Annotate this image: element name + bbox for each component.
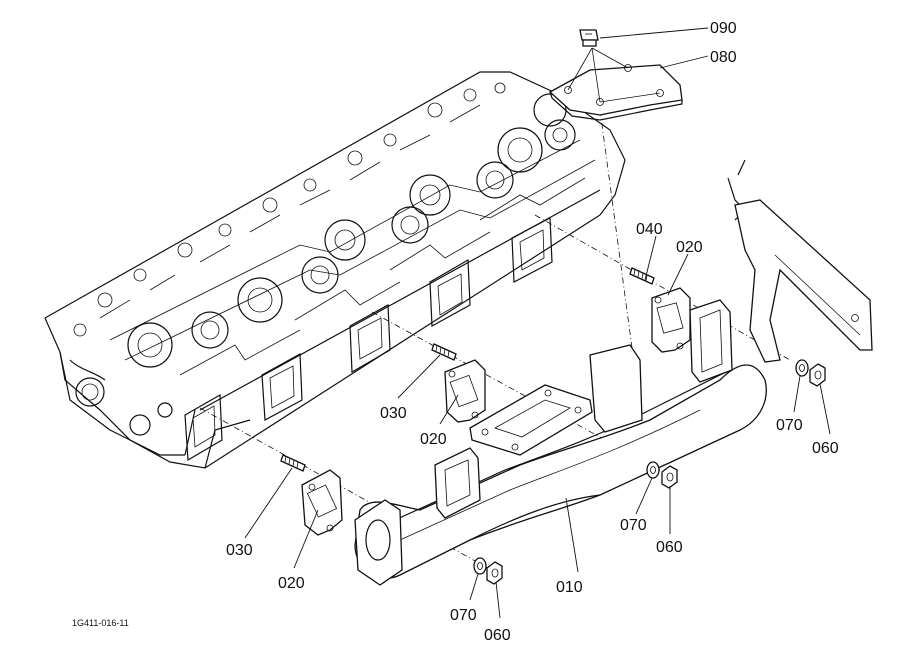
label-090: 090 <box>710 20 737 37</box>
stud-040 <box>629 267 655 285</box>
valve-details <box>73 82 596 376</box>
leader-lines <box>244 27 831 619</box>
nut-060-b <box>661 465 678 489</box>
figure-code: 1G411-016-11 <box>72 618 129 628</box>
bolt-090 <box>579 29 599 47</box>
side-bracket <box>727 159 873 363</box>
washer-070-b <box>646 461 660 479</box>
exhaust-ports <box>184 217 553 462</box>
label-020-a: 020 <box>278 575 305 592</box>
label-070-c: 070 <box>776 417 803 434</box>
label-070-a: 070 <box>450 607 477 624</box>
washer-070-a <box>473 557 487 575</box>
label-040: 040 <box>636 221 663 238</box>
label-080: 080 <box>710 49 737 66</box>
stud-030-b <box>431 343 457 361</box>
exhaust-manifold-010 <box>354 299 767 586</box>
bracket-080 <box>548 47 683 121</box>
cylinder-head <box>44 71 626 469</box>
label-070-b: 070 <box>620 517 647 534</box>
label-060-a: 060 <box>484 627 511 644</box>
nut-060-a <box>486 561 503 585</box>
gasket-020-c <box>651 287 691 353</box>
stud-030-a <box>280 454 306 472</box>
part-labels: 090 080 040 020 030 020 030 020 070 060 … <box>72 20 839 644</box>
gasket-020-b <box>444 359 486 423</box>
gasket-020-a <box>301 469 343 536</box>
nut-060-c <box>809 363 826 387</box>
label-020-b: 020 <box>420 431 447 448</box>
label-030-a: 030 <box>226 542 253 559</box>
label-060-b: 060 <box>656 539 683 556</box>
label-030-b: 030 <box>380 405 407 422</box>
washer-070-c <box>795 359 809 377</box>
label-010: 010 <box>556 579 583 596</box>
label-060-c: 060 <box>812 440 839 457</box>
label-020-c: 020 <box>676 239 703 256</box>
